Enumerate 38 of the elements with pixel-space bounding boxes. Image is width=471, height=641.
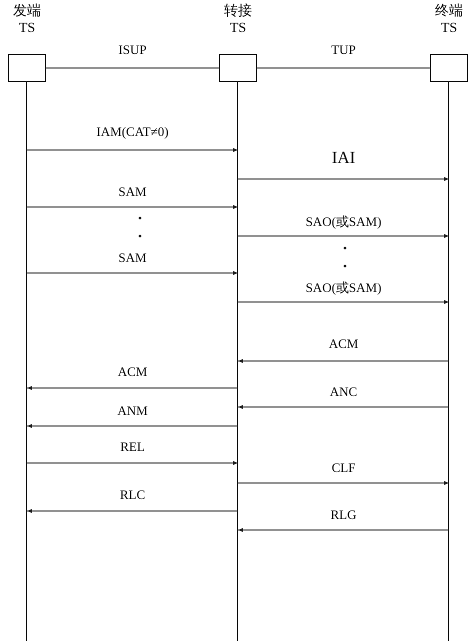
link-line bbox=[257, 67, 430, 69]
node-heading: 终端 bbox=[434, 4, 464, 20]
message-arrow bbox=[27, 386, 238, 390]
node-heading: 转接 bbox=[223, 4, 253, 20]
edge-label: IAM(CAT≠0) bbox=[96, 124, 169, 139]
node-label: TS bbox=[228, 21, 248, 37]
edge-label: RLG bbox=[330, 507, 356, 522]
edge-label: SAO(或SAM) bbox=[306, 280, 382, 295]
message-arrow bbox=[238, 405, 449, 409]
message-arrow bbox=[27, 205, 238, 209]
message-arrow bbox=[27, 461, 238, 465]
edge-label: IAI bbox=[332, 150, 356, 165]
edge-label: ISUP bbox=[118, 42, 147, 57]
edge-label: CLF bbox=[332, 460, 356, 475]
node-label: TS bbox=[440, 21, 458, 37]
message-arrow bbox=[238, 481, 449, 485]
edge-label: REL bbox=[120, 439, 145, 454]
message-arrow bbox=[27, 424, 238, 428]
message-arrow bbox=[238, 528, 449, 532]
edge-label: RLC bbox=[120, 487, 146, 502]
edge-label: ACM bbox=[118, 364, 148, 379]
message-arrow bbox=[27, 148, 238, 152]
edge-label: ANM bbox=[117, 403, 148, 418]
message-arrow bbox=[238, 177, 449, 181]
message-arrow bbox=[238, 300, 449, 304]
node-label: TS bbox=[18, 21, 36, 37]
message-arrow bbox=[27, 271, 238, 275]
edge-label: SAO(或SAM) bbox=[306, 214, 382, 229]
link-line bbox=[46, 67, 219, 69]
message-arrow bbox=[238, 234, 449, 238]
edge-label: TUP bbox=[331, 42, 356, 57]
edge-label: ANC bbox=[330, 384, 358, 399]
node-heading: 发端 bbox=[12, 4, 42, 20]
edge-label: SAM bbox=[118, 184, 147, 199]
message-arrow bbox=[238, 359, 449, 363]
edge-label: ACM bbox=[328, 336, 358, 351]
edge-label: SAM bbox=[118, 250, 147, 265]
message-arrow bbox=[27, 509, 238, 513]
